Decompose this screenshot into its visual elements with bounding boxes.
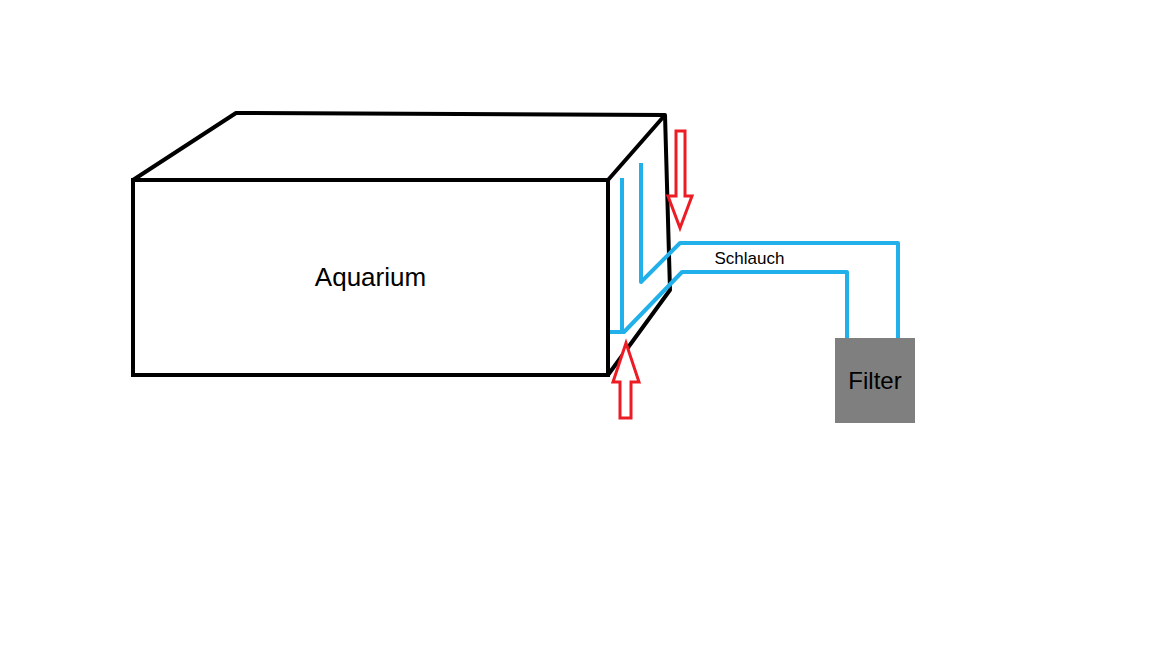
aquarium-box: Aquarium [131, 178, 610, 377]
hose-line [620, 178, 624, 330]
hose-label: Schlauch [713, 249, 787, 269]
node-text: Aquarium [315, 262, 426, 293]
hose-connector [610, 272, 847, 338]
flow-arrow [668, 131, 692, 228]
tank-top-edge [133, 113, 665, 180]
node-text: Filter [848, 367, 901, 395]
flow-arrow [613, 343, 639, 418]
filter-box: Filter [835, 338, 915, 423]
